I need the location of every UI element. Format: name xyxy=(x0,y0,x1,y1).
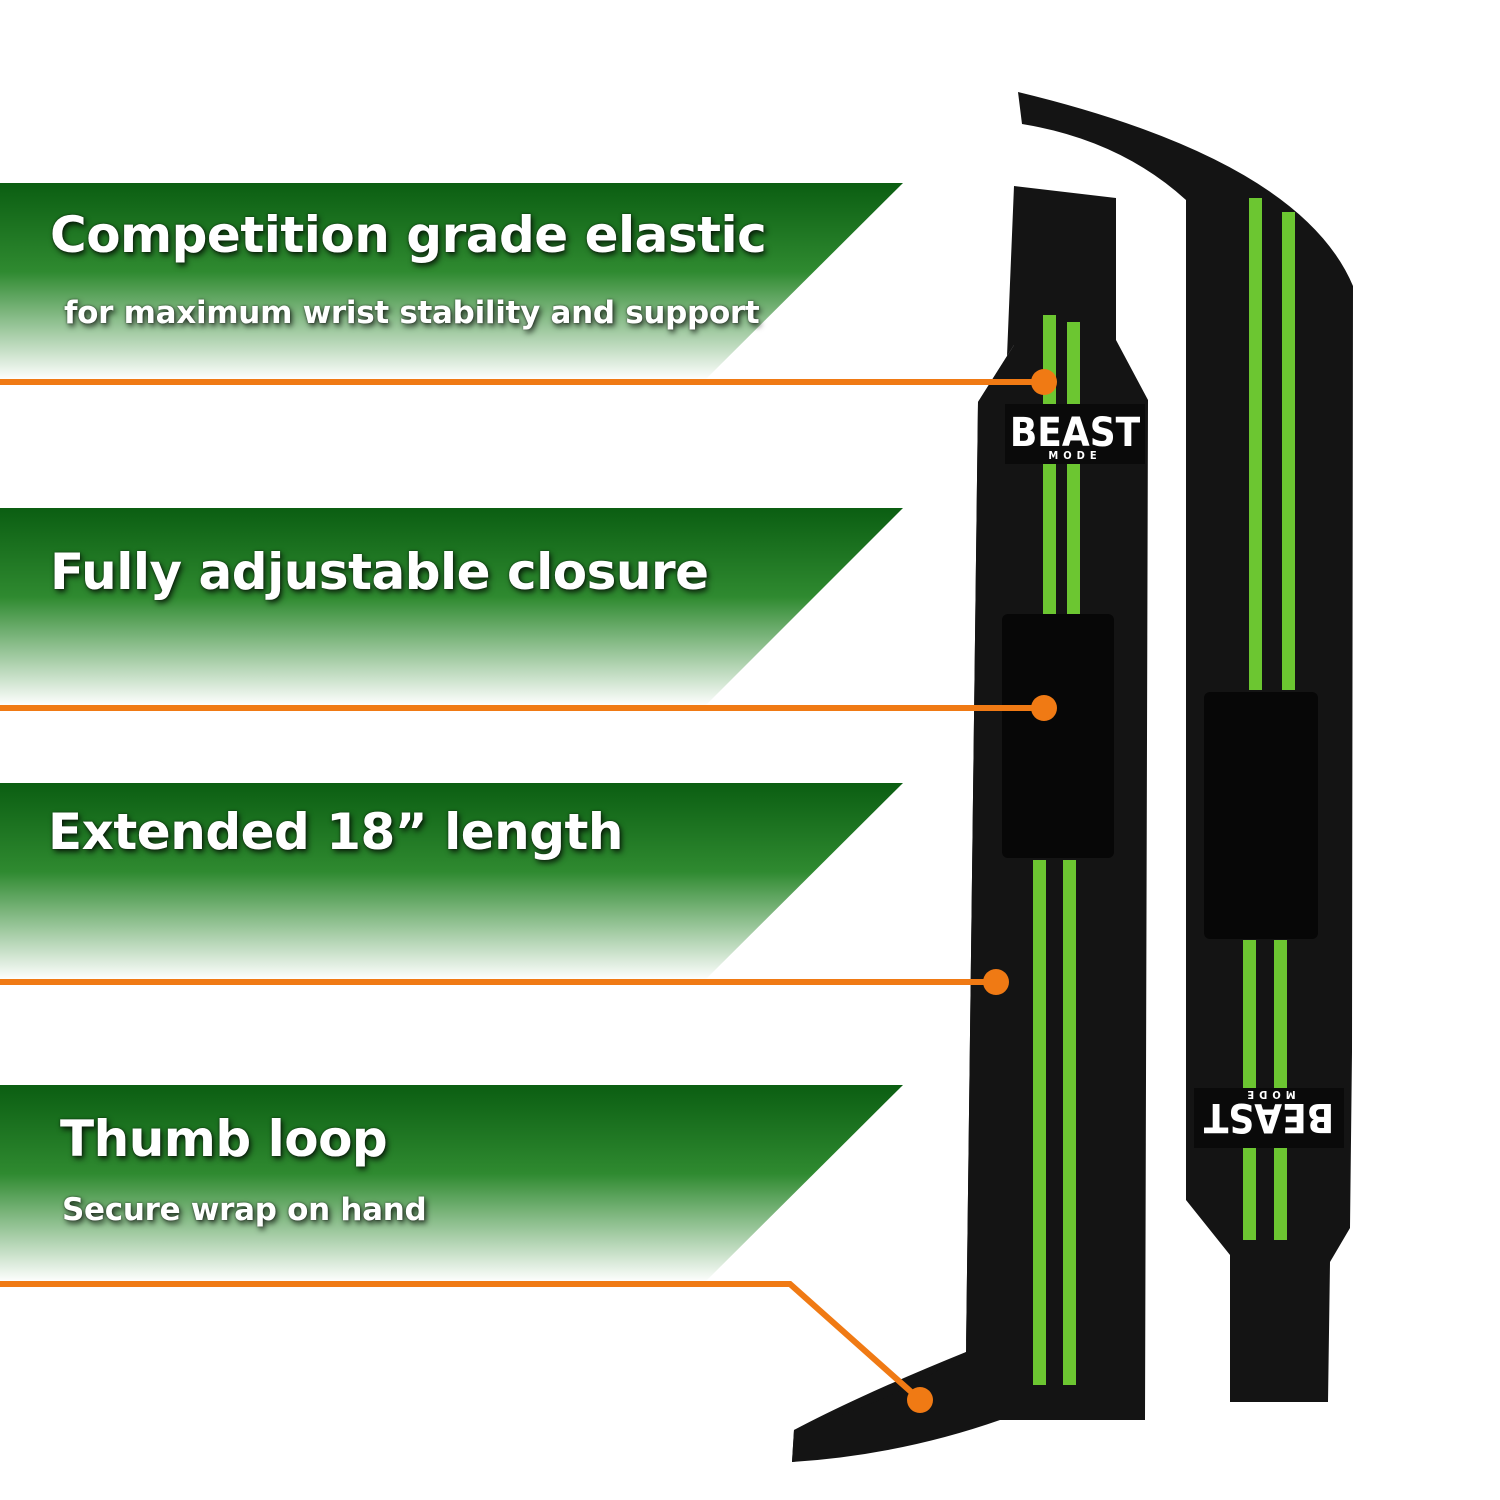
feature-1-title: Competition grade elastic xyxy=(50,206,767,264)
beast-mode-logo: BEAST MODE BEAST MODE xyxy=(1010,410,1334,1140)
callout-dot-icon xyxy=(983,969,1009,995)
banner-2 xyxy=(0,508,903,706)
logo-right-line2: MODE xyxy=(1242,1088,1295,1101)
feature-3-title: Extended 18” length xyxy=(48,803,624,861)
logo-left-line1: BEAST xyxy=(1010,410,1141,456)
callout-dot-icon xyxy=(907,1387,933,1413)
banner-4 xyxy=(0,1085,903,1282)
feature-4-title: Thumb loop xyxy=(60,1110,388,1168)
banner-3 xyxy=(0,783,903,980)
callout-lines xyxy=(0,379,1044,1401)
feature-2-title: Fully adjustable closure xyxy=(50,543,709,601)
banner-1 xyxy=(0,183,903,380)
logo-right-line1: BEAST xyxy=(1203,1094,1334,1140)
wrist-wrap-right xyxy=(1018,92,1353,1402)
callout-dot-icon xyxy=(1031,369,1057,395)
callout-dot-icon xyxy=(1031,695,1057,721)
feature-1-subtitle: for maximum wrist stability and support xyxy=(64,295,760,331)
feature-4-subtitle: Secure wrap on hand xyxy=(62,1192,427,1228)
logo-left-line2: MODE xyxy=(1048,449,1101,462)
